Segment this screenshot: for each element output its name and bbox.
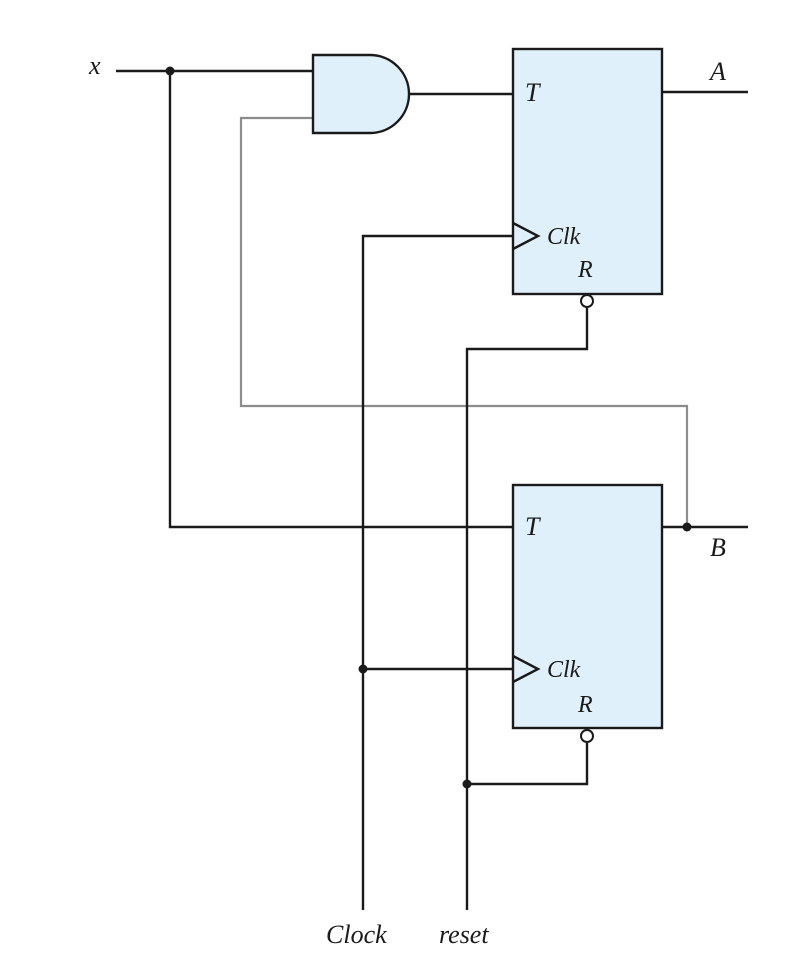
clock-input-label: Clock — [326, 920, 387, 949]
feedback-b-to-and-wire — [239, 116, 689, 527]
flip-flop-b — [511, 483, 664, 730]
output-b-label: B — [710, 533, 726, 562]
b-output-junction-dot — [682, 522, 692, 532]
ffa-r-label: R — [577, 257, 593, 283]
ffb-reset-bubble — [580, 729, 594, 743]
and-gate — [311, 53, 411, 135]
output-a-label: A — [708, 57, 726, 86]
reset-input-label: reset — [439, 920, 489, 949]
ffa-reset-bubble — [580, 294, 594, 308]
x-input-label: x — [88, 51, 101, 80]
ffb-clk-label: Clk — [547, 657, 581, 683]
flip-flop-a — [511, 47, 664, 296]
clock-wire — [361, 234, 513, 910]
ffb-r-label: R — [577, 692, 593, 718]
ffa-clk-label: Clk — [547, 224, 581, 250]
ffb-clock-triangle — [512, 654, 541, 684]
ffa-clock-triangle — [512, 221, 541, 251]
reset-wire — [465, 308, 589, 910]
x-to-ffb-t-wire — [168, 71, 513, 529]
reset-junction-dot — [462, 779, 472, 789]
ffa-t-label: T — [525, 78, 541, 107]
reset-to-ffb-wire — [467, 743, 589, 786]
ffb-t-label: T — [525, 512, 541, 541]
clock-junction-dot — [358, 664, 368, 674]
x-junction-dot — [165, 66, 175, 76]
